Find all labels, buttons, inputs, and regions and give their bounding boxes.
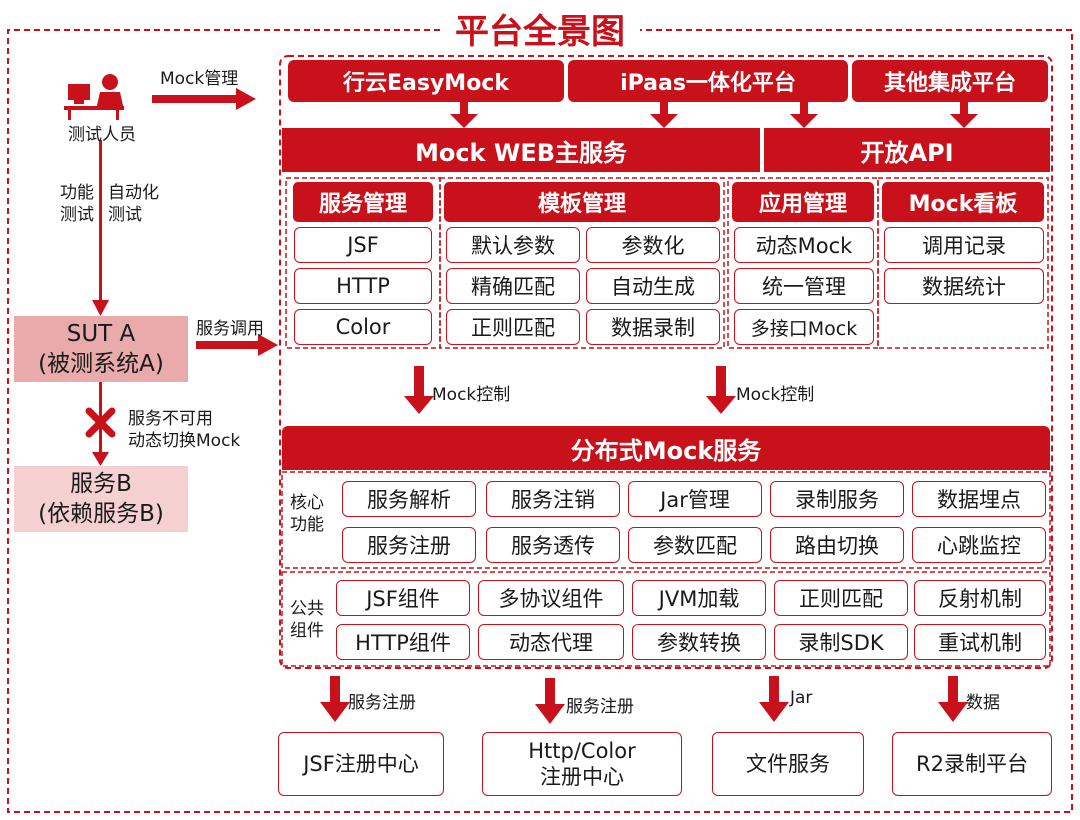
common-http-component: HTTP组件 (336, 624, 470, 660)
template-auto-generate: 自动生成 (586, 268, 720, 304)
tester-label: 测试人员 (68, 125, 136, 145)
module-mock-board-title: Mock看板 (882, 182, 1044, 222)
service-mgmt-color: Color (294, 309, 432, 345)
open-api: 开放API (764, 128, 1050, 172)
module-app-mgmt-title: 应用管理 (732, 182, 874, 222)
module-service-mgmt-title: 服务管理 (293, 182, 433, 222)
template-default-params: 默认参数 (446, 227, 580, 263)
auto-test-label-2: 测试 (108, 205, 142, 225)
core-data-tracking: 数据埋点 (912, 481, 1046, 517)
platform-easymock: 行云EasyMock (288, 60, 564, 102)
page-title: 平台全景图 (440, 4, 640, 52)
file-service-box: 文件服务 (712, 732, 864, 796)
core-heartbeat-monitor: 心跳监控 (912, 527, 1046, 563)
module-template-mgmt-title: 模板管理 (444, 182, 720, 222)
mock-control-label-1: Mock控制 (432, 385, 511, 405)
jsf-registry-line1: JSF注册中心 (303, 752, 419, 776)
service-mgmt-jsf: JSF (294, 227, 432, 263)
mock-web-service: Mock WEB主服务 (282, 128, 760, 172)
func-test-label-1: 功能 (60, 183, 94, 203)
service-mgmt-http: HTTP (294, 268, 432, 304)
template-data-record: 数据录制 (586, 309, 720, 345)
app-multi-interface-mock: 多接口Mock (734, 309, 874, 345)
template-parameterize: 参数化 (586, 227, 720, 263)
common-regex-match: 正则匹配 (774, 580, 908, 616)
blocked-x-icon (85, 407, 116, 438)
common-multi-protocol: 多协议组件 (478, 580, 624, 616)
unavailable-label-2: 动态切换Mock (128, 431, 241, 451)
r2-record-platform-line1: R2录制平台 (916, 752, 1028, 776)
core-jar-mgmt: Jar管理 (628, 481, 762, 517)
app-dynamic-mock: 动态Mock (734, 227, 874, 263)
bottom-arrow-label-2: 服务注册 (566, 697, 634, 717)
tester-icon (64, 74, 124, 120)
board-data-statistics: 数据统计 (884, 268, 1044, 304)
http-color-registry-box: Http/Color 注册中心 (482, 732, 682, 796)
core-label-1: 核心 (290, 493, 324, 513)
app-unified-mgmt: 统一管理 (734, 268, 874, 304)
core-param-match: 参数匹配 (628, 527, 762, 563)
jsf-registry-box: JSF注册中心 (278, 732, 444, 796)
core-service-deregister: 服务注销 (486, 481, 620, 517)
service-b-line2: (依赖服务B) (38, 501, 164, 527)
unavailable-label-1: 服务不可用 (128, 409, 213, 429)
core-label-2: 功能 (290, 515, 324, 535)
common-label-2: 组件 (290, 621, 324, 641)
common-label-1: 公共 (290, 599, 324, 619)
platform-other: 其他集成平台 (852, 60, 1048, 102)
core-service-passthrough: 服务透传 (486, 527, 620, 563)
core-service-register: 服务注册 (342, 527, 476, 563)
template-regex-match: 正则匹配 (446, 309, 580, 345)
common-record-sdk: 录制SDK (774, 624, 908, 660)
core-record-service: 录制服务 (770, 481, 904, 517)
board-call-records: 调用记录 (884, 227, 1044, 263)
mock-mgmt-label: Mock管理 (160, 69, 239, 89)
bottom-arrow-label-3: Jar (790, 688, 813, 708)
template-exact-match: 精确匹配 (446, 268, 580, 304)
distributed-mock-title: 分布式Mock服务 (282, 426, 1050, 470)
common-retry: 重试机制 (914, 624, 1046, 660)
sut-a-line1: SUT A (66, 321, 136, 347)
r2-record-platform-box: R2录制平台 (892, 732, 1052, 796)
common-dynamic-proxy: 动态代理 (478, 624, 624, 660)
common-jsf-component: JSF组件 (336, 580, 470, 616)
service-call-label: 服务调用 (196, 319, 264, 339)
bottom-arrow-label-4: 数据 (966, 693, 1000, 713)
file-service-line1: 文件服务 (746, 752, 830, 776)
http-color-registry-line2: 注册中心 (540, 765, 624, 789)
common-reflection: 反射机制 (914, 580, 1046, 616)
common-jvm-load: JVM加载 (632, 580, 766, 616)
common-param-convert: 参数转换 (632, 624, 766, 660)
bottom-arrow-label-1: 服务注册 (348, 693, 416, 713)
http-color-registry-line1: Http/Color (528, 739, 636, 763)
sut-a-line2: (被测系统A) (38, 351, 164, 377)
platform-ipaas: iPaas一体化平台 (568, 60, 848, 102)
core-service-parse: 服务解析 (342, 481, 476, 517)
sut-a-box: SUT A (被测系统A) (14, 316, 188, 382)
core-route-switch: 路由切换 (770, 527, 904, 563)
func-test-label-2: 测试 (60, 205, 94, 225)
service-b-box: 服务B (依赖服务B) (14, 466, 188, 532)
mock-control-label-2: Mock控制 (736, 385, 815, 405)
service-b-line1: 服务B (70, 471, 132, 497)
auto-test-label-1: 自动化 (108, 183, 159, 203)
